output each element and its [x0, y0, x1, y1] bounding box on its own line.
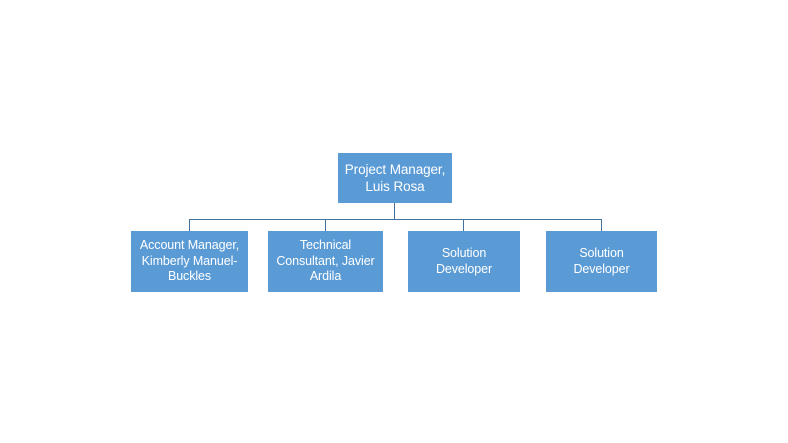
org-node-label: Project Manager, Luis Rosa: [344, 162, 446, 194]
org-node-account-manager[interactable]: Account Manager, Kimberly Manuel- Buckle…: [131, 231, 248, 292]
org-node-solution-developer-2[interactable]: Solution Developer: [546, 231, 657, 292]
org-node-technical-consultant[interactable]: Technical Consultant, Javier Ardila: [268, 231, 383, 292]
connector-root-stem: [394, 203, 395, 220]
connector-drop-solution-developer-2: [601, 219, 602, 231]
connector-drop-account-manager: [189, 219, 190, 231]
org-node-label: Solution Developer: [573, 245, 630, 276]
connector-drop-solution-developer-1: [463, 219, 464, 231]
org-node-solution-developer-1[interactable]: Solution Developer: [408, 231, 520, 292]
org-node-label: Account Manager, Kimberly Manuel- Buckle…: [139, 237, 240, 284]
org-node-project-manager[interactable]: Project Manager, Luis Rosa: [338, 153, 452, 203]
org-node-label: Solution Developer: [435, 245, 493, 276]
org-node-label: Technical Consultant, Javier Ardila: [276, 237, 375, 284]
connector-horizontal-bus: [189, 219, 602, 220]
connector-drop-technical-consultant: [325, 219, 326, 231]
